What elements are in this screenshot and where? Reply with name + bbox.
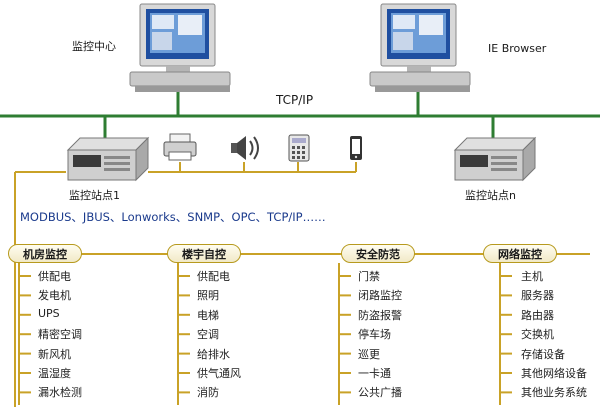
category-item: 门禁	[358, 270, 380, 283]
speaker-icon	[231, 136, 259, 160]
category-item: 防盗报警	[358, 308, 402, 322]
category-item: 一卡通	[358, 367, 391, 380]
category-network-monitoring: 网络监控	[483, 244, 557, 263]
stationn-server-icon	[453, 136, 537, 182]
station1-server-icon	[66, 136, 150, 182]
category-item: 其他业务系统	[521, 386, 587, 400]
category-item: 照明	[197, 289, 219, 303]
category-item: 漏水检测	[38, 386, 82, 400]
category-item: 消防	[197, 386, 219, 400]
category-item: 服务器	[521, 289, 554, 303]
monitor-center-computer-icon	[129, 3, 231, 92]
ie-browser-computer-icon	[369, 3, 471, 92]
category-item: 电梯	[197, 308, 219, 322]
category-item: 主机	[521, 270, 543, 283]
stationn-label: 监控站点n	[465, 189, 516, 202]
category-item: 其他网络设备	[521, 367, 587, 380]
category-item: 路由器	[521, 308, 554, 322]
tcpip-label: TCP/IP	[276, 93, 314, 107]
category-item: 发电机	[38, 289, 71, 303]
category-item: 新风机	[38, 347, 71, 361]
category-item: 温湿度	[38, 367, 71, 380]
station1-label: 监控站点1	[69, 189, 120, 202]
ie-browser-label: IE Browser	[488, 42, 547, 55]
mobile-phone-icon	[350, 136, 362, 160]
category-item: 供配电	[38, 270, 71, 283]
category-security: 安全防范	[341, 244, 415, 263]
category-item: 精密空调	[38, 328, 82, 342]
category-item: 闭路监控	[358, 289, 402, 303]
telephone-icon	[288, 134, 310, 162]
monitor-center-label: 监控中心	[72, 40, 116, 53]
category-datacenter-monitoring: 机房监控	[8, 244, 82, 263]
printer-icon	[163, 133, 197, 161]
category-item: 停车场	[358, 328, 391, 342]
category-item: UPS	[38, 306, 60, 320]
category-building-automation: 楼宇自控	[167, 244, 241, 263]
category-item: 巡更	[358, 347, 380, 361]
category-item: 存储设备	[521, 347, 565, 361]
protocols-label: MODBUS、JBUS、Lonworks、SNMP、OPC、TCP/IP……	[20, 210, 326, 224]
category-item: 供配电	[197, 270, 230, 283]
category-item: 给排水	[197, 347, 230, 361]
category-item: 供气通风	[197, 367, 241, 380]
category-item: 公共广播	[358, 386, 402, 400]
category-item: 空调	[197, 328, 219, 342]
category-item: 交换机	[521, 328, 554, 342]
